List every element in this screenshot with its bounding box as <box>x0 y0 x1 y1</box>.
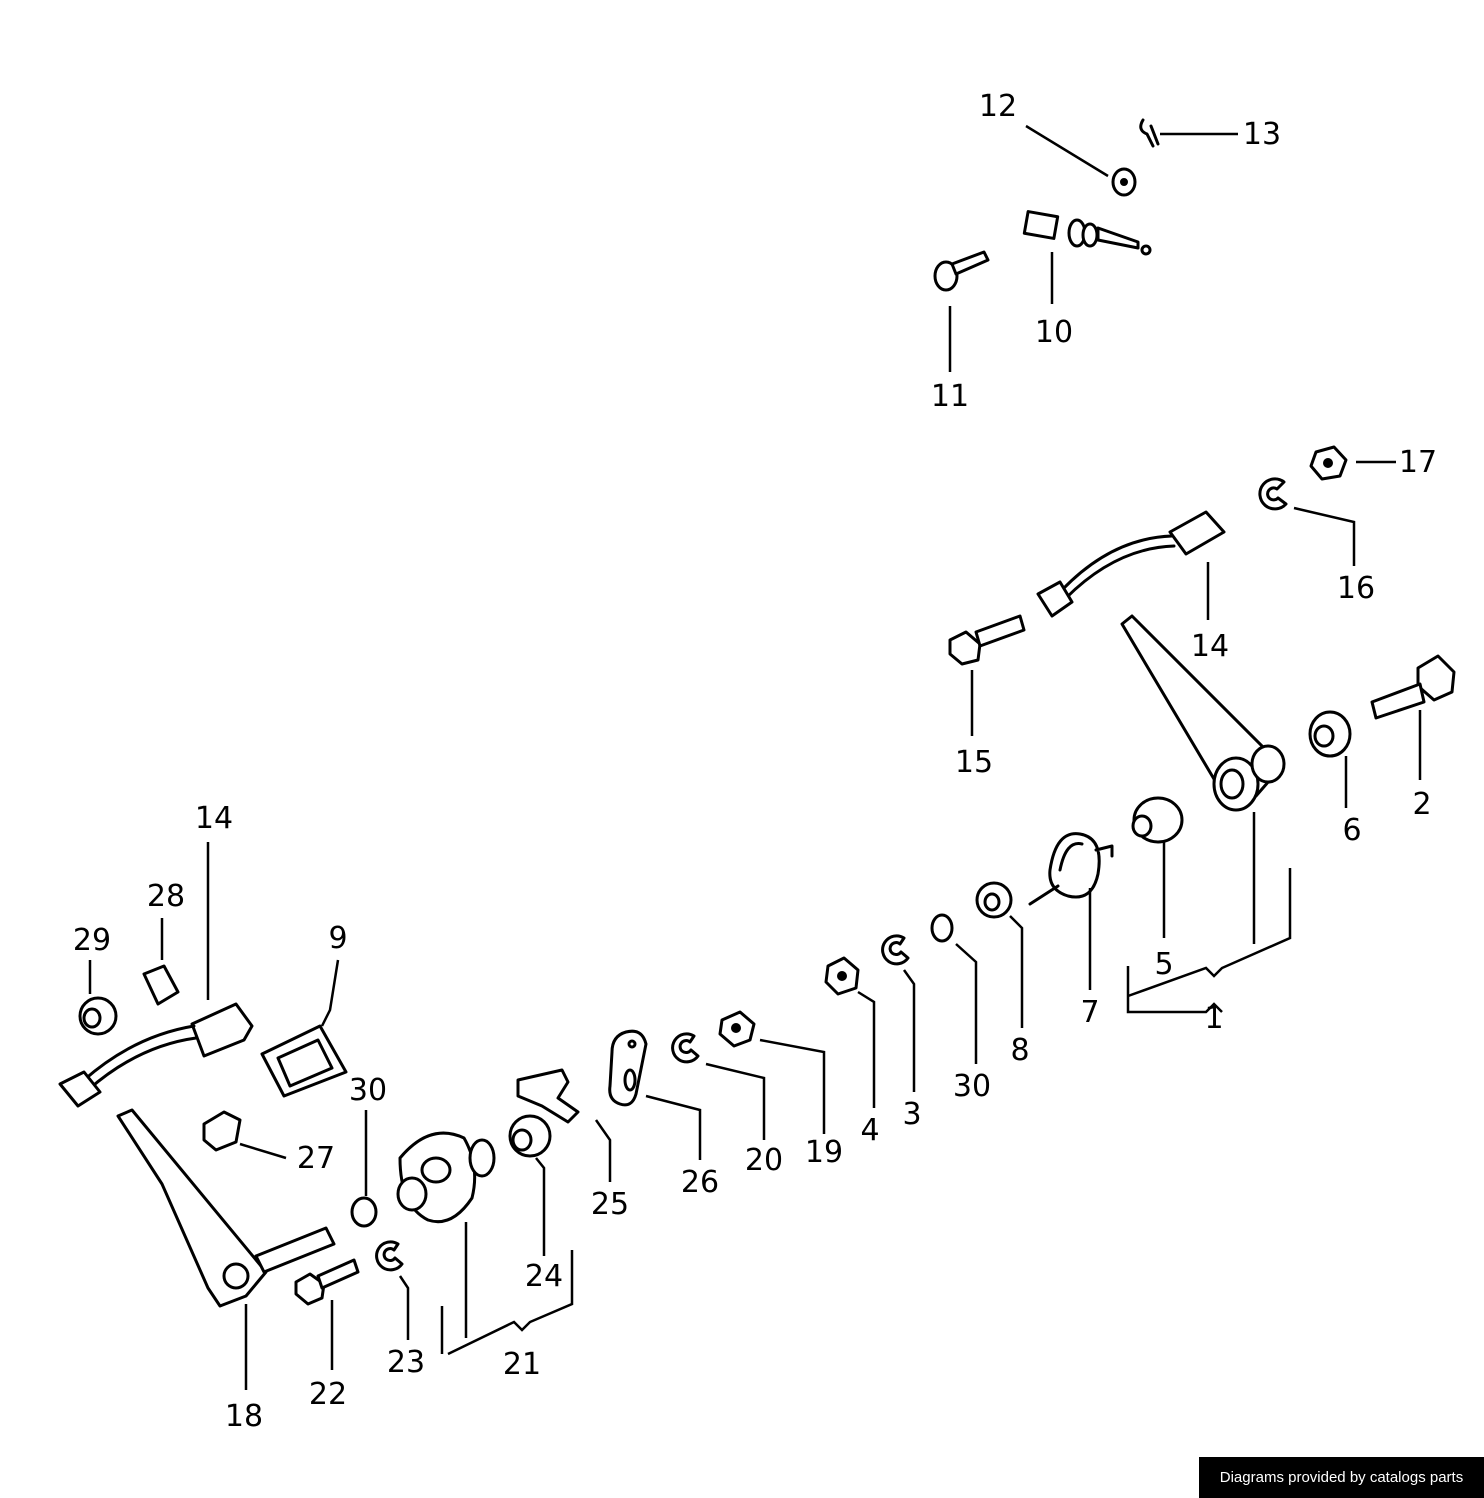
callout-14-lower: 14 <box>195 801 233 836</box>
part-11-clevis-pin <box>933 250 990 292</box>
callout-18: 18 <box>225 1399 263 1434</box>
leader-lines <box>88 124 1422 1390</box>
callout-30-upper: 30 <box>953 1069 991 1104</box>
part-12-washer <box>1111 167 1137 197</box>
callout-26: 26 <box>681 1165 719 1200</box>
callout-10: 10 <box>1035 315 1073 350</box>
part-8-bushing <box>975 881 1013 919</box>
callout-6: 6 <box>1342 813 1361 848</box>
callout-7: 7 <box>1080 995 1099 1030</box>
callout-12: 12 <box>979 89 1017 124</box>
part-27-nut <box>202 1110 242 1152</box>
part-19-nut <box>718 1010 756 1048</box>
part-30-o-ring-lower <box>350 1196 378 1228</box>
part-29-bushing <box>78 996 118 1036</box>
part-4-nut <box>824 956 860 996</box>
callout-17: 17 <box>1399 445 1437 480</box>
callout-1: 1 <box>1204 1001 1223 1036</box>
callout-3: 3 <box>902 1097 921 1132</box>
callout-5: 5 <box>1154 947 1173 982</box>
callout-21: 21 <box>503 1347 541 1382</box>
part-14-upper-rod <box>1036 510 1226 618</box>
part-1-lever-arm <box>1120 614 1286 812</box>
part-21-cam-assembly <box>396 1131 496 1224</box>
part-26-link-plate <box>608 1029 648 1107</box>
part-23-lock-washer <box>375 1240 404 1272</box>
part-22-bolt <box>294 1258 360 1306</box>
part-14-lower-rod <box>58 1002 254 1108</box>
callout-8: 8 <box>1010 1033 1029 1068</box>
callout-28: 28 <box>147 879 185 914</box>
callout-20: 20 <box>745 1143 783 1178</box>
part-7-spring <box>1028 832 1114 906</box>
part-6-bushing <box>1308 710 1352 758</box>
callout-27: 27 <box>297 1141 335 1176</box>
part-10-clevis-rod <box>1022 210 1152 256</box>
part-13-cotter-pin <box>1139 118 1160 148</box>
callout-4: 4 <box>860 1113 879 1148</box>
part-3-lock-washer <box>881 934 910 966</box>
part-2-bolt <box>1370 654 1456 720</box>
callout-23: 23 <box>387 1345 425 1380</box>
part-25-lever-tab <box>516 1068 580 1124</box>
callout-13: 13 <box>1243 117 1281 152</box>
callout-11: 11 <box>931 379 969 414</box>
part-9-pedal-pad <box>260 1024 348 1098</box>
part-17-nut <box>1309 445 1348 481</box>
part-28-clip <box>142 964 180 1006</box>
part-20-lock-washer <box>671 1032 700 1064</box>
callout-15: 15 <box>955 745 993 780</box>
callout-labels: 12 13 10 11 17 16 14 15 2 6 5 1 7 8 30 3… <box>73 89 1437 1434</box>
callout-24: 24 <box>525 1259 563 1294</box>
part-16-lock-washer <box>1258 477 1288 511</box>
callout-16: 16 <box>1337 571 1375 606</box>
callout-25: 25 <box>591 1187 629 1222</box>
part-24-bushing <box>508 1114 552 1158</box>
callout-14-upper: 14 <box>1191 629 1229 664</box>
callout-30-lower: 30 <box>349 1073 387 1108</box>
part-15-bolt <box>948 614 1026 666</box>
callout-29: 29 <box>73 923 111 958</box>
part-30-o-ring-upper <box>930 913 954 943</box>
callout-9: 9 <box>328 921 347 956</box>
callout-19: 19 <box>805 1135 843 1170</box>
credit-banner: Diagrams provided by catalogs parts <box>1199 1457 1484 1498</box>
callout-2: 2 <box>1412 787 1431 822</box>
part-5-bushing <box>1131 796 1184 844</box>
callout-22: 22 <box>309 1377 347 1412</box>
part-18-lower-arm <box>116 1108 336 1308</box>
